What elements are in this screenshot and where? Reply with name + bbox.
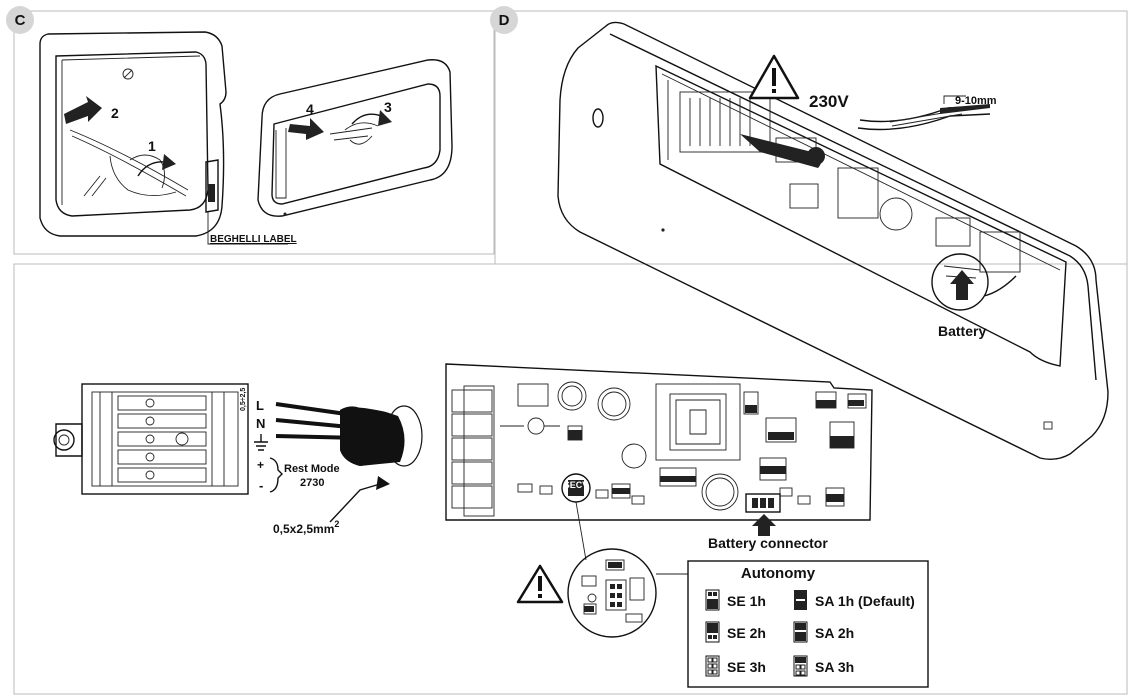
jumper-zoom	[567, 501, 657, 638]
warning-icon-top	[748, 54, 800, 100]
ground-icon	[254, 434, 268, 451]
autonomy-se-1h: SE 1h	[727, 593, 766, 609]
neutral-label: N	[256, 416, 265, 431]
step-3-label: 3	[384, 99, 392, 115]
battery-connector-label: Battery connector	[708, 535, 828, 551]
strip-length-label: 9-10mm	[955, 95, 997, 107]
autonomy-sa-1h: SA 1h (Default)	[815, 593, 915, 609]
svg-text:C: C	[15, 12, 26, 29]
jumper-se3h-icon	[705, 655, 720, 677]
jumper-sa3h-icon	[793, 655, 808, 677]
badge-d: D	[490, 6, 518, 34]
step-4-label: 4	[306, 101, 314, 117]
rest-mode-code: 2730	[300, 477, 324, 489]
line-label: L	[256, 398, 264, 413]
badge-c: C	[6, 6, 34, 34]
jumper-sa1h-icon	[794, 590, 807, 610]
pcb-board	[445, 363, 873, 536]
beghelli-label-text: BEGHELLI LABEL	[210, 234, 297, 245]
minus-label: -	[259, 478, 263, 493]
rest-mode-brace	[269, 457, 283, 493]
step-2-label: 2	[111, 105, 119, 121]
plus-label: +	[257, 458, 264, 472]
jumper-sa2h-icon	[793, 621, 808, 643]
step-1-label: 1	[148, 138, 156, 154]
svg-text:D: D	[499, 12, 510, 29]
fixture-left	[39, 31, 288, 245]
panel-c-frame	[13, 10, 495, 255]
secv-jumper-label: SECV	[564, 480, 589, 490]
cable-size-label: 0,5x2,5mm2	[273, 519, 339, 536]
autonomy-sa-3h: SA 3h	[815, 659, 854, 675]
cable	[275, 402, 423, 523]
voltage-label: 230V	[809, 92, 849, 111]
fixture-right	[257, 59, 453, 217]
autonomy-se-3h: SE 3h	[727, 659, 766, 675]
autonomy-se-2h: SE 2h	[727, 625, 766, 641]
autonomy-title: Autonomy	[741, 565, 816, 582]
jumper-se2h-icon	[705, 621, 720, 643]
autonomy-sa-2h: SA 2h	[815, 625, 854, 641]
rest-mode-label: Rest Mode	[284, 463, 340, 475]
terminal-block: 0,5÷2,5	[53, 383, 249, 495]
autonomy-table	[687, 560, 929, 688]
jumper-se1h-icon	[705, 589, 720, 611]
battery-label: Battery	[938, 323, 986, 339]
panel-d-top-frame	[494, 10, 1128, 265]
fixture-open	[557, 21, 1109, 461]
terminal-spec-text: 0,5÷2,5	[240, 388, 247, 411]
warning-icon-jumper	[516, 564, 564, 604]
